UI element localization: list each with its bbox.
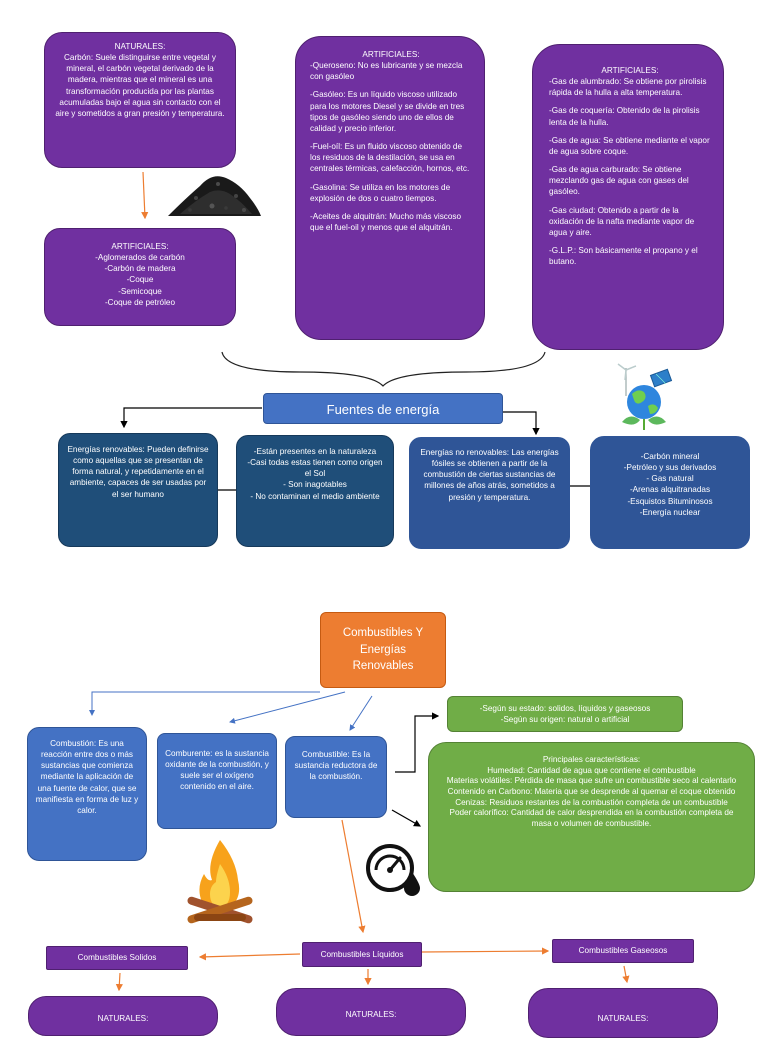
list-item: -Gas de agua carburado: Se obtiene mezcl… — [549, 165, 689, 197]
list-item: Materias volátiles: Pérdida de masa que … — [446, 776, 737, 786]
list-item: -Carbón de madera — [104, 264, 176, 274]
renovables-caracteristicas-box: -Están presentes en la naturaleza -Casi … — [236, 435, 394, 547]
no-renovables-def-box: Energías no renovables: Las energías fós… — [409, 437, 570, 549]
list-item: - Gas natural — [646, 474, 694, 484]
renewable-earth-icon — [617, 363, 673, 430]
list-item: Contenido en Carbono: Materia que se des… — [447, 786, 736, 796]
list-item: -Coque de petróleo — [104, 297, 176, 307]
combustibles-liquidos-box: Combustibles Líquidos — [302, 942, 422, 967]
list-item: Poder calorífico: Cantidad de calor desp… — [449, 808, 734, 828]
combustibles-gaseosos-label: Combustibles Gaseosos — [578, 946, 668, 955]
coal-pile-icon — [168, 176, 261, 216]
list-item: -Carbón mineral — [640, 452, 700, 461]
list-item: -Están presentes en la naturaleza — [253, 447, 377, 456]
combustible-text: Combustible: Es la sustancia reductora d… — [294, 750, 378, 782]
liquidos-artificiales-heading: ARTIFICIALES: — [362, 50, 420, 59]
gaseosos-naturales-heading: NATURALES: — [597, 1014, 649, 1023]
caracteristicas-heading: Principales características: — [542, 755, 641, 764]
list-item: -Semicoque — [118, 286, 162, 296]
fuentes-energia-box: Fuentes de energía — [263, 393, 503, 424]
gases-artificiales-heading: ARTIFICIALES: — [601, 66, 659, 75]
list-item: -Aglomerados de carbón — [95, 253, 185, 263]
combustion-text: Combustión: Es una reacción entre dos o … — [35, 739, 139, 815]
list-item: -Gas ciudad: Obtenido a partir de la oxi… — [549, 205, 695, 237]
list-item: -Según su origen: natural o artificial — [500, 715, 630, 725]
list-item: - No contaminan el medio ambiente — [250, 491, 380, 501]
no-renovables-list-box: -Carbón mineral -Petróleo y sus derivado… — [590, 436, 750, 549]
combustibles-title: Combustibles Y Energías Renovables — [342, 627, 424, 673]
list-item: -Queroseno: No es lubricante y se mezcla… — [310, 61, 463, 82]
carbon-artificiales-heading: ARTIFICIALES: — [111, 242, 169, 251]
list-item: -Según su estado: solidos, líquidos y ga… — [479, 704, 651, 713]
carbon-naturales-heading: NATURALES: — [114, 42, 166, 51]
clasificacion-box: -Según su estado: solidos, líquidos y ga… — [447, 696, 683, 732]
list-item: -Aceites de alquitrán: Mucho más viscoso… — [310, 211, 462, 233]
caracteristicas-box: Principales características: Humedad: Ca… — [428, 742, 755, 892]
solidos-naturales-box: NATURALES: — [28, 996, 218, 1036]
list-item: -Fuel-oíl: Es un fluido viscoso obtenido… — [310, 142, 470, 174]
comburente-text: Comburente: es la sustancia oxidante de … — [165, 749, 269, 792]
gases-artificiales-box: ARTIFICIALES: -Gas de alumbrado: Se obti… — [532, 44, 724, 350]
gauge-drop-icon — [366, 844, 420, 896]
list-item: -Gas de agua: Se obtiene mediante el vap… — [549, 135, 710, 156]
list-item: -Gasolina: Se utiliza en los motores de … — [310, 182, 451, 203]
carbon-artificiales-box: ARTIFICIALES: -Aglomerados de carbón -Ca… — [44, 228, 236, 326]
combustible-box: Combustible: Es la sustancia reductora d… — [285, 736, 387, 818]
liquidos-artificiales-box: ARTIFICIALES: -Queroseno: No es lubrican… — [295, 36, 485, 340]
liquidos-naturales-heading: NATURALES: — [345, 1010, 397, 1019]
combustion-box: Combustión: Es una reacción entre dos o … — [27, 727, 147, 861]
renovables-def-box: Energías renovables: Pueden definirse co… — [58, 433, 218, 547]
list-item: -G.L.P.: Son básicamente el propano y el… — [549, 246, 698, 267]
list-item: -Arenas alquitranadas — [629, 485, 711, 495]
list-item: -Petróleo y sus derivados — [623, 463, 717, 473]
campfire-icon — [187, 840, 253, 924]
list-item: -Casi todas estas tienen como origen el … — [247, 458, 383, 479]
list-item: -Coque — [126, 275, 154, 285]
carbon-naturales-box: NATURALES: Carbón: Suele distinguirse en… — [44, 32, 236, 168]
no-renovables-def-text: Energías no renovables: Las energías fós… — [420, 448, 559, 502]
liquidos-naturales-box: NATURALES: — [276, 988, 466, 1036]
combustibles-title-box: Combustibles Y Energías Renovables — [320, 612, 446, 688]
comburente-box: Comburente: es la sustancia oxidante de … — [157, 733, 277, 829]
solidos-naturales-heading: NATURALES: — [97, 1014, 149, 1023]
list-item: Humedad: Cantidad de agua que contiene e… — [487, 765, 696, 775]
fuentes-energia-title: Fuentes de energía — [326, 402, 440, 417]
carbon-naturales-text: Carbón: Suele distinguirse entre vegetal… — [55, 53, 225, 118]
combustibles-solidos-label: Combustibles Solidos — [77, 953, 157, 962]
list-item: -Esquistos Bituminosos — [627, 496, 713, 506]
list-item: -Energía nuclear — [639, 507, 701, 517]
combustibles-solidos-box: Combustibles Solidos — [46, 946, 188, 970]
gaseosos-naturales-box: NATURALES: — [528, 988, 718, 1038]
renovables-def-text: Energías renovables: Pueden definirse co… — [67, 445, 209, 499]
combustibles-gaseosos-box: Combustibles Gaseosos — [552, 939, 694, 963]
list-item: -Gas de alumbrado: Se obtiene por piroli… — [549, 77, 707, 98]
list-item: -Gas de coquería: Obtenido de la pirolis… — [549, 106, 700, 127]
list-item: Cenizas: Residuos restantes de la combus… — [455, 797, 728, 807]
list-item: -Gasóleo: Es un líquido viscoso utilizad… — [310, 90, 465, 133]
list-item: - Son inagotables — [283, 480, 347, 490]
combustibles-liquidos-label: Combustibles Líquidos — [320, 950, 404, 959]
